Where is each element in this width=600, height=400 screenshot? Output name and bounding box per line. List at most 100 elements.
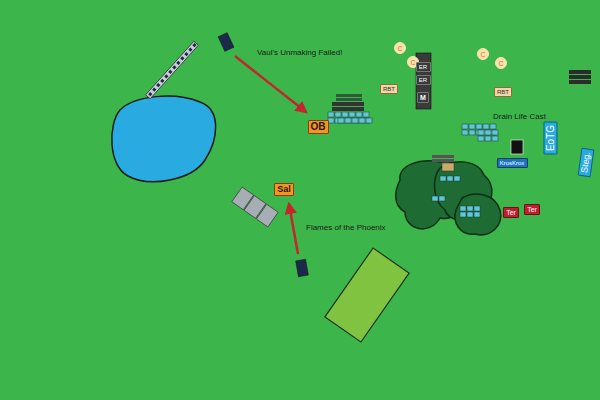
model-base xyxy=(180,56,184,60)
model-base xyxy=(462,124,468,129)
unit-block xyxy=(232,187,278,227)
model-base xyxy=(328,118,334,123)
model-base xyxy=(467,206,473,211)
model-base xyxy=(454,176,460,181)
unit-name: RBT xyxy=(497,89,509,95)
skink-units xyxy=(328,112,498,217)
model-base xyxy=(366,118,372,123)
unit-name: EoTG xyxy=(545,125,555,151)
model-base xyxy=(342,112,348,117)
caster-marker: C xyxy=(495,57,507,69)
model-base xyxy=(478,130,484,135)
model-base xyxy=(460,206,466,211)
model-base xyxy=(156,83,160,87)
model-base xyxy=(469,124,475,129)
war-machine: RBT xyxy=(380,84,398,94)
unit-name: OB xyxy=(311,122,326,132)
model-base xyxy=(483,124,489,129)
model-base xyxy=(467,212,473,217)
model-base xyxy=(492,130,498,135)
model-base xyxy=(188,47,192,51)
model-base xyxy=(192,43,196,47)
unit-label: M xyxy=(417,92,429,103)
unit-block xyxy=(569,75,591,79)
model-base xyxy=(440,176,446,181)
unit-block xyxy=(416,53,431,109)
lake xyxy=(112,96,216,181)
model-base xyxy=(359,118,365,123)
model-base xyxy=(160,79,164,83)
model-base xyxy=(148,92,152,96)
unit-name: C xyxy=(480,51,485,58)
character-token xyxy=(511,140,523,154)
field xyxy=(325,248,409,342)
unit-name: Ter xyxy=(506,209,516,216)
skirmish-unit xyxy=(146,41,199,99)
unit-block xyxy=(332,102,364,106)
unit-token: Ter xyxy=(524,204,540,215)
unit-name: ER xyxy=(419,64,427,70)
unit-name: C xyxy=(410,59,415,66)
model-base xyxy=(490,124,496,129)
spell-note: Vaul's Unmaking Failed! xyxy=(257,49,342,58)
model-base xyxy=(462,130,468,135)
model-base xyxy=(460,212,466,217)
model-base xyxy=(184,52,188,56)
unit-block xyxy=(442,163,454,171)
unit-label: ER xyxy=(416,75,431,85)
model-base xyxy=(432,196,438,201)
model-base xyxy=(476,124,482,129)
model-base xyxy=(176,61,180,65)
spell-note: Flames of the Phoenix xyxy=(306,224,386,233)
model-base xyxy=(439,196,445,201)
caster-marker: C xyxy=(394,42,406,54)
model-base xyxy=(356,112,362,117)
model-base xyxy=(345,118,351,123)
unit-name: Sal xyxy=(277,185,291,194)
unit-label: ER xyxy=(416,62,431,72)
unit-block xyxy=(296,259,309,276)
model-base xyxy=(474,206,480,211)
character-token: Sal xyxy=(274,183,294,196)
unit-name: KrosKrox xyxy=(500,160,525,166)
unit-block xyxy=(332,107,364,111)
unit-name: C xyxy=(498,60,503,67)
spell-note: Drain Life Cast xyxy=(493,113,546,122)
spell-arrow xyxy=(235,56,306,112)
war-machine: RBT xyxy=(494,87,512,97)
unit-token: Ter xyxy=(503,207,519,218)
model-base xyxy=(338,118,344,123)
unit-block xyxy=(569,80,591,84)
unit-block xyxy=(432,155,454,158)
model-base xyxy=(447,176,453,181)
unit-token: Steg. xyxy=(578,147,595,177)
model-base xyxy=(469,130,475,135)
unit-block xyxy=(432,159,454,162)
model-base xyxy=(478,136,484,141)
model-base xyxy=(485,136,491,141)
unit-name: ER xyxy=(419,77,427,83)
woods xyxy=(396,161,501,235)
unit-name: M xyxy=(420,94,426,101)
unit-name: Steg. xyxy=(580,151,592,173)
unit-name: C xyxy=(397,45,402,52)
model-base xyxy=(172,65,176,69)
unit-name: RBT xyxy=(383,86,395,92)
unit-block xyxy=(569,70,591,74)
unit-block xyxy=(336,98,362,101)
character-token: OB xyxy=(308,120,329,134)
model-base xyxy=(363,112,369,117)
unit-name: Ter xyxy=(527,206,537,213)
model-base xyxy=(328,112,334,117)
unit-token: EoTG xyxy=(543,122,557,155)
model-base xyxy=(352,118,358,123)
model-base xyxy=(492,136,498,141)
model-base xyxy=(485,130,491,135)
model-base xyxy=(164,74,168,78)
model-base xyxy=(168,70,172,74)
model-base xyxy=(474,212,480,217)
model-base xyxy=(335,112,341,117)
